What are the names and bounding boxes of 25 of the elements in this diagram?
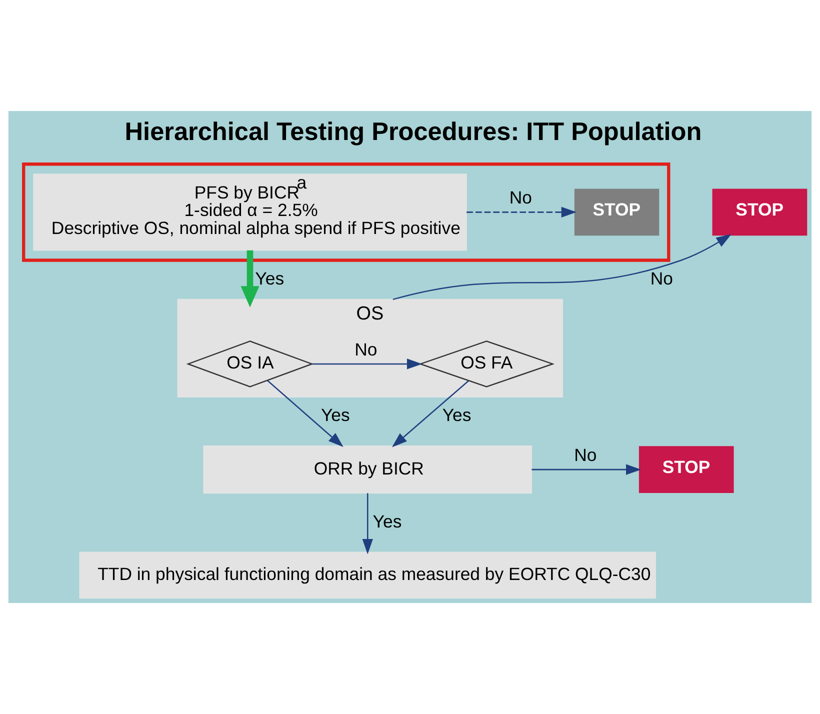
node-box: STOP — [574, 188, 660, 236]
node-diamond: OS IA — [186, 340, 314, 388]
arrow — [392, 234, 732, 300]
edge-label: No — [509, 188, 532, 208]
arrow — [312, 358, 422, 370]
edge-label: Yes — [320, 405, 350, 426]
node-box: STOP — [638, 446, 734, 493]
edge-label: Yes — [372, 511, 402, 532]
edge-label: No — [650, 268, 674, 289]
diagram-title: Hierarchical Testing Procedures: ITT Population — [124, 118, 702, 146]
arrow — [266, 380, 344, 448]
arrow — [240, 250, 260, 308]
node-diamond: OS FA — [418, 340, 555, 388]
arrow — [532, 464, 642, 475]
edge-label: Yes — [442, 405, 472, 426]
arrow — [392, 380, 469, 448]
node-box: ORR by BICR — [203, 446, 532, 494]
edge-label: No — [574, 444, 597, 465]
edge-label: No — [354, 339, 378, 360]
arrow — [466, 206, 577, 218]
node-box: TTD in physical functioning domain as measured by EORTC QLQ-C30 — [79, 552, 656, 599]
arrow — [362, 493, 373, 554]
cluster — [22, 162, 670, 262]
node-box: STOP — [712, 188, 808, 236]
edge-label: Yes — [255, 268, 284, 289]
